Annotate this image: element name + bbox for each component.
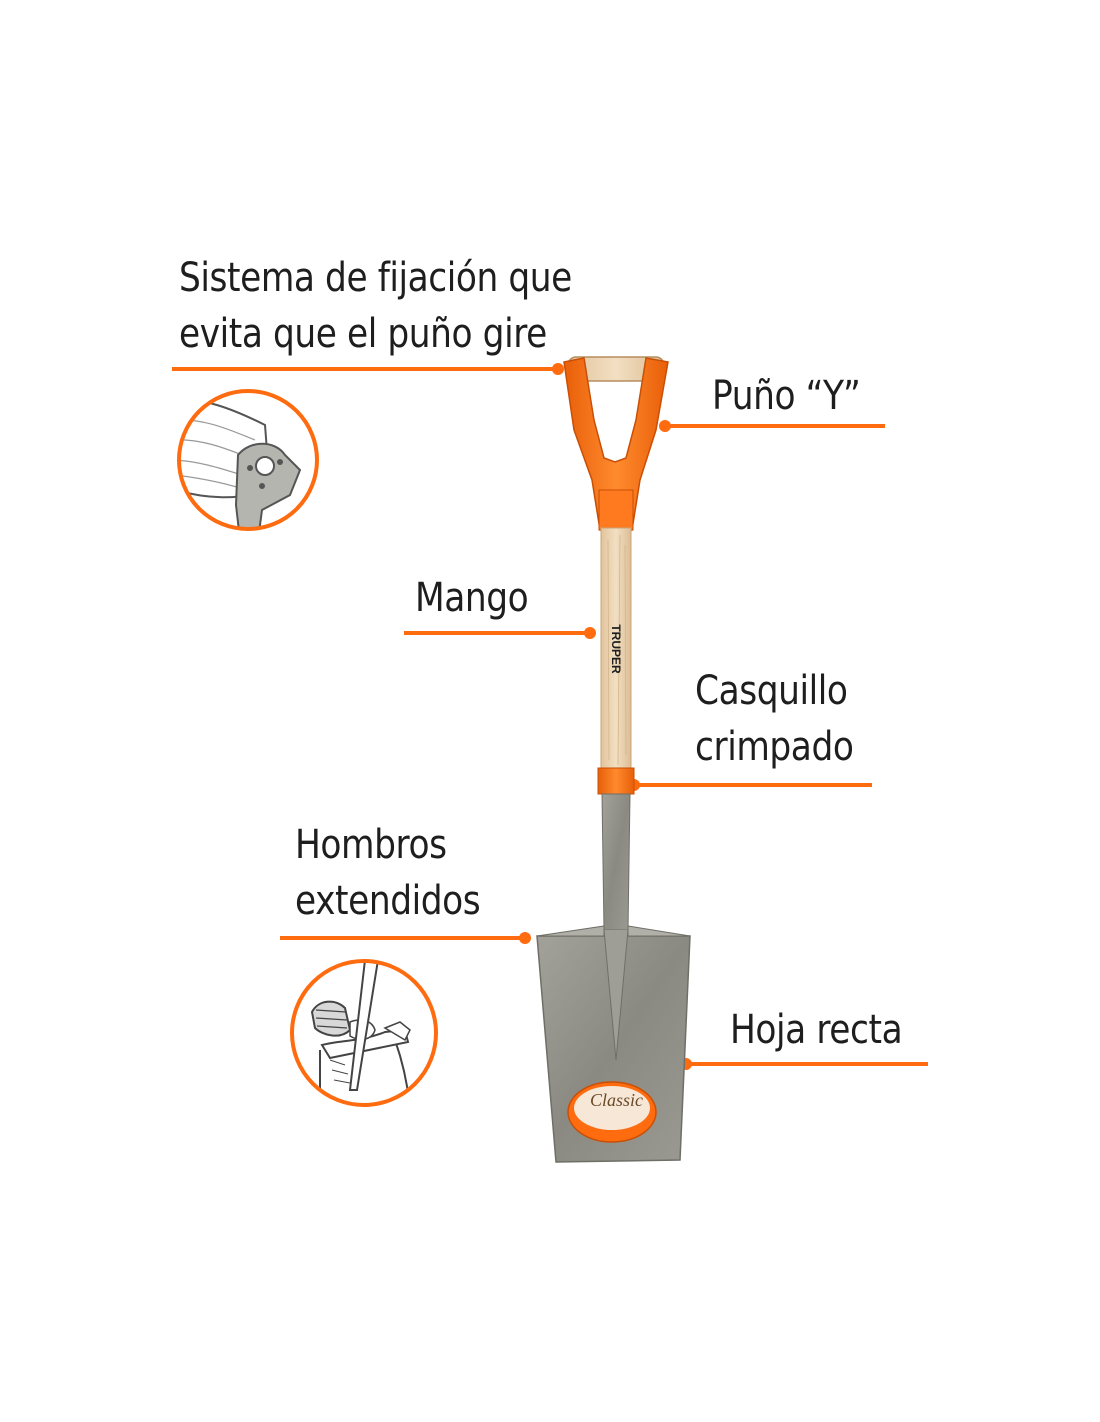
ferrule — [597, 767, 635, 795]
label-shoulders-line1: Hombros — [295, 822, 447, 868]
brand-text: TRUPER — [609, 624, 623, 674]
leader-line-blade — [680, 1058, 928, 1070]
label-ferrule-line1: Casquillo — [695, 668, 848, 714]
label-blade: Hoja recta — [730, 1007, 903, 1053]
series-text: Classic — [590, 1090, 644, 1110]
label-fixing-system-line2: evita que el puño gire — [179, 311, 547, 357]
label-grip: Puño “Y” — [712, 373, 861, 419]
label-shoulders-line2: extendidos — [295, 878, 481, 924]
label-shoulders: Hombros extendidos — [295, 817, 481, 929]
leader-line-grip — [659, 420, 885, 432]
label-handle: Mango — [415, 575, 529, 621]
leader-line-ferrule — [628, 779, 872, 791]
label-ferrule: Casquillo crimpado — [695, 663, 854, 775]
brand-mark: TRUPER — [600, 612, 630, 692]
label-fixing-system-line1: Sistema de fijación que — [179, 255, 572, 301]
y-grip — [563, 357, 669, 531]
grip-collar — [598, 489, 634, 531]
label-fixing-system: Sistema de fijación que evita que el puñ… — [179, 250, 572, 362]
label-ferrule-line2: crimpado — [695, 724, 854, 770]
detail-circle-fixing-system — [177, 389, 319, 531]
leader-line-shoulders — [280, 932, 531, 944]
classic-label — [567, 1081, 657, 1143]
steel-socket — [601, 793, 631, 931]
detail-circle-shoulders — [290, 959, 438, 1107]
leader-line-fixing-system — [172, 363, 564, 375]
leader-line-handle — [404, 627, 596, 639]
shovel — [536, 356, 691, 1163]
